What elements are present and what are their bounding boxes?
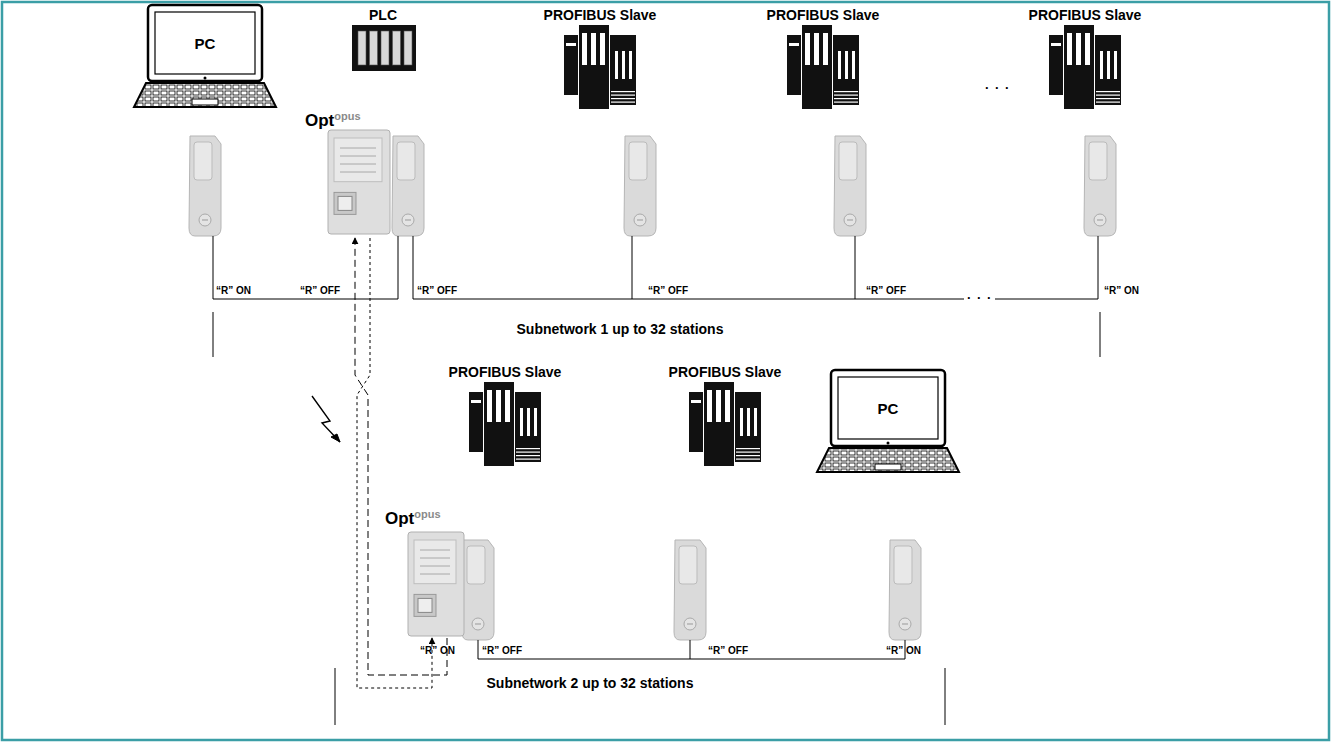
terminator-setting: “R” ON [216, 285, 251, 296]
bus-connector [624, 136, 656, 236]
terminator-setting: “R” OFF [648, 285, 688, 296]
product-suffix: opus [334, 110, 360, 122]
fibre-converter: Optopus [385, 508, 465, 638]
device-label: PROFIBUS Slave [544, 7, 658, 23]
bus-line [478, 640, 690, 659]
device-heading: PLC [369, 7, 398, 23]
slave-icon [469, 382, 541, 466]
device-label: PROFIBUS Slave [767, 7, 881, 23]
subnetwork-caption: Subnetwork 1 up to 32 stations [517, 321, 724, 337]
fibre-module [328, 130, 390, 234]
slave-icon [787, 25, 859, 109]
terminator-setting: “R” ON [420, 645, 455, 656]
device-heading: PROFIBUS Slave [544, 7, 658, 23]
fibre-converter: Optopus [305, 110, 390, 238]
subnet-bracket [335, 668, 945, 725]
slave-icon [1049, 25, 1121, 109]
subnet-bracket [213, 312, 1100, 357]
bus-line [690, 640, 905, 659]
bus-connector [392, 136, 424, 236]
terminator-setting: “R” OFF [417, 285, 457, 296]
bus-connector [462, 540, 494, 640]
fibre-module [408, 532, 464, 636]
device-heading: PROFIBUS Slave [669, 364, 783, 380]
ellipsis: · · · [964, 290, 995, 305]
terminator-setting: “R” ON [1104, 285, 1139, 296]
terminator-setting: “R” OFF [866, 285, 906, 296]
product-name: Opt [385, 509, 414, 528]
terminator-setting: “R” OFF [300, 285, 340, 296]
bus-line [413, 236, 632, 299]
bus-connector [889, 540, 921, 640]
fibre-link [357, 238, 432, 688]
subnetwork-caption: Subnetwork 2 up to 32 stations [487, 675, 694, 691]
slave-icon [564, 25, 636, 109]
device-label: PC [878, 400, 899, 417]
device-label: PC [195, 35, 216, 52]
device-label: PLC [369, 7, 398, 23]
device-label: PROFIBUS Slave [669, 364, 783, 380]
bus-wires [213, 236, 1100, 725]
bus-line [632, 236, 855, 299]
terminator-setting: “R” ON [886, 645, 921, 656]
lightning-symbol [312, 396, 340, 442]
device-heading: PROFIBUS Slave [449, 364, 563, 380]
terminator-setting: “R” OFF [482, 645, 522, 656]
bus-connector [189, 136, 221, 236]
ellipsis: · · · [985, 80, 1010, 95]
plc-icon [352, 25, 416, 71]
pc-screen: PC [838, 377, 938, 439]
device-label: PROFIBUS Slave [449, 364, 563, 380]
terminator-setting: “R” OFF [708, 645, 748, 656]
bus-connector [1084, 136, 1116, 236]
bus-connector [674, 540, 706, 640]
slave-icon [689, 382, 761, 466]
laptop-icon [134, 5, 276, 107]
fibre-link [355, 238, 447, 675]
product-suffix: opus [414, 508, 440, 520]
laptop-icon [817, 370, 959, 472]
device-label: PROFIBUS Slave [1029, 7, 1143, 23]
device-heading: PROFIBUS Slave [1029, 7, 1143, 23]
devices [134, 5, 1121, 640]
bus-connector [834, 136, 866, 236]
device-heading: PROFIBUS Slave [767, 7, 881, 23]
product-name: Opt [305, 111, 334, 130]
pc-screen: PC [155, 12, 255, 74]
